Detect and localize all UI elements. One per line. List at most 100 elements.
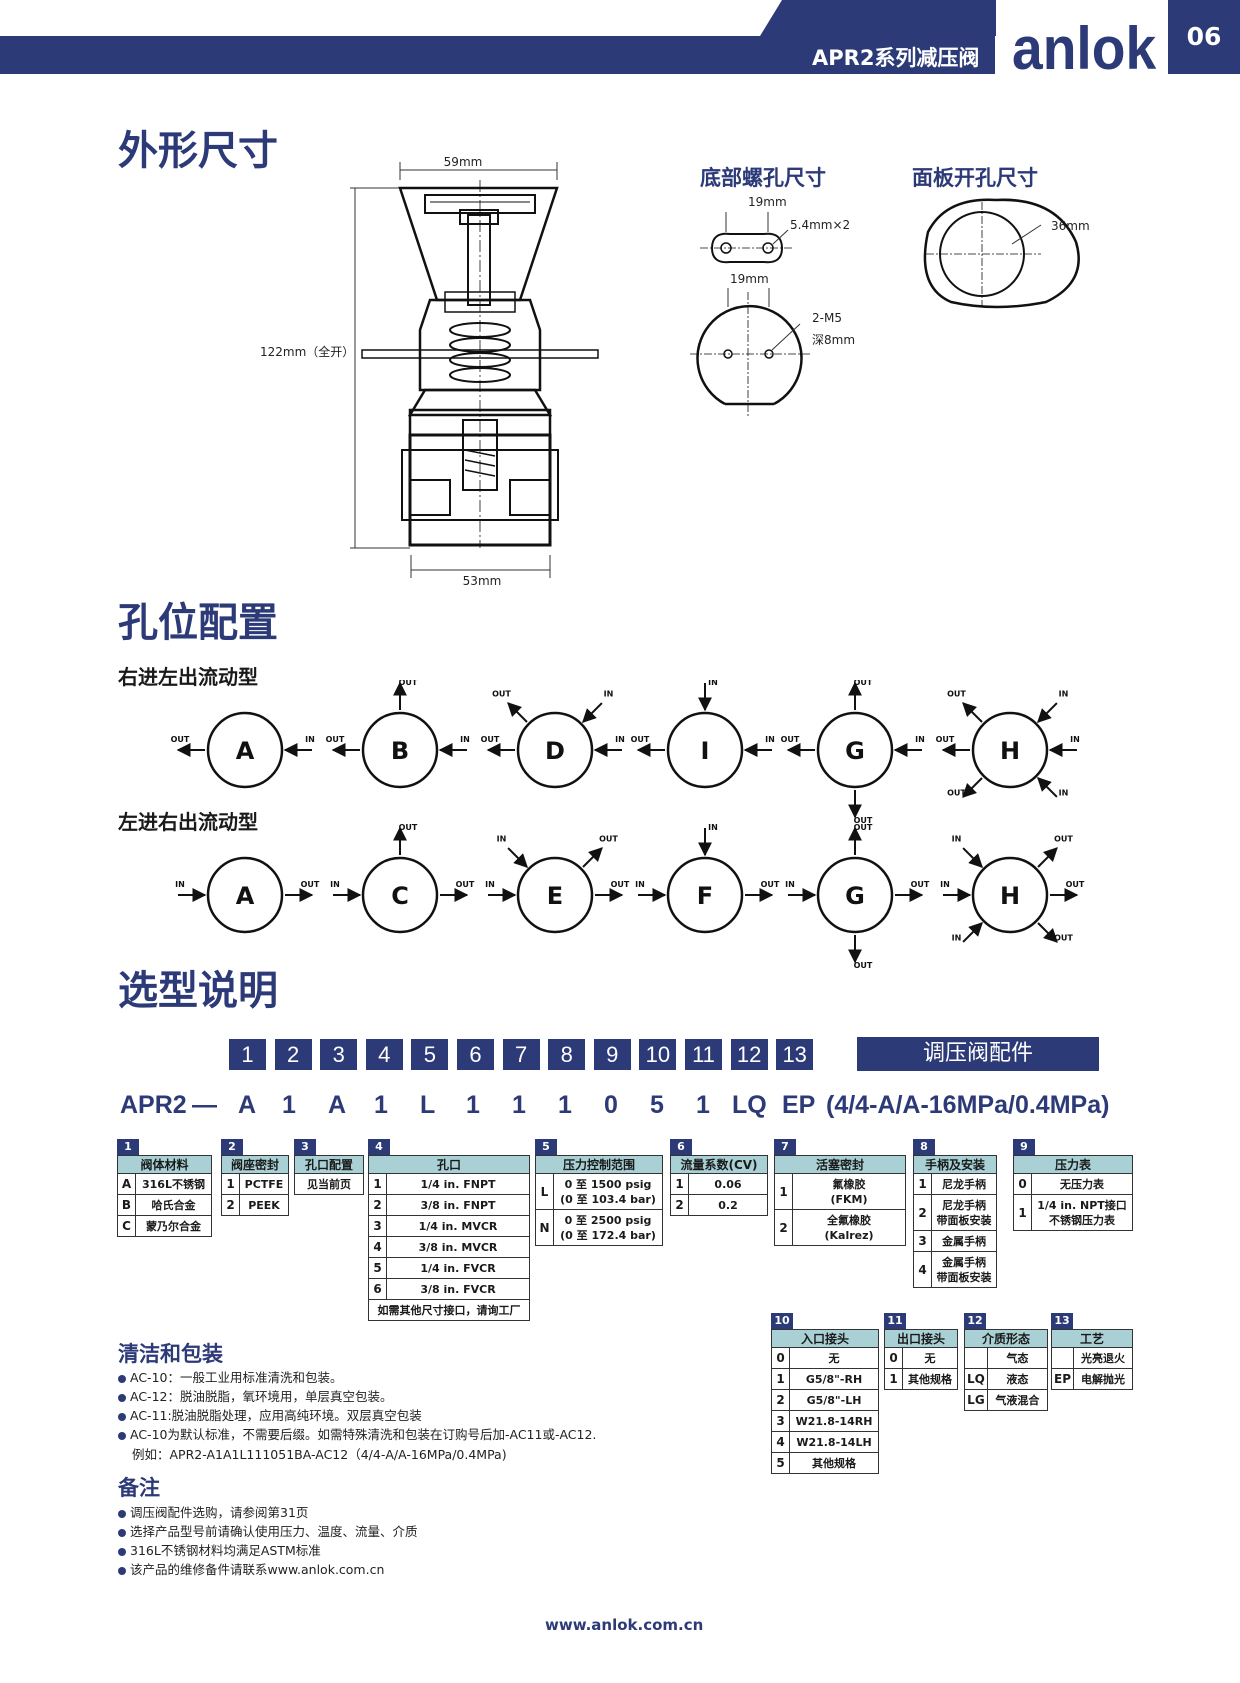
port-config-label: H: [1000, 882, 1020, 910]
page-number: 06: [1168, 0, 1240, 74]
inlet-label: IN: [305, 735, 315, 744]
option-table-title: 压力控制范围: [535, 1155, 663, 1174]
model-code-segment: EP: [782, 1091, 816, 1119]
inlet-arrow: [962, 922, 983, 943]
port-config-label: G: [845, 737, 865, 765]
option-table-title: 阀座密封: [221, 1155, 289, 1174]
model-code-segment: A: [328, 1091, 347, 1119]
option-value: 电解抛光: [1073, 1368, 1133, 1390]
position-number: 3: [320, 1039, 358, 1070]
option-code: [1051, 1347, 1074, 1369]
option-table-title: 活塞密封: [774, 1155, 906, 1174]
port-circle: [516, 711, 594, 789]
option-table-number: 12: [964, 1313, 986, 1329]
model-code-segment: 1: [558, 1091, 572, 1119]
outlet-arrow: [1037, 922, 1058, 943]
bullet-icon: [118, 1412, 126, 1421]
flow-type-right-left: 右进左出流动型: [118, 665, 258, 689]
outlet-arrow: [507, 702, 528, 723]
option-table-number: 3: [294, 1139, 316, 1155]
cleaning-list: AC-10：一般工业用标准清洗和包装。AC-12：脱油脱脂，氧环境用，单层真空包…: [118, 1368, 596, 1444]
inlet-label: IN: [708, 823, 718, 832]
flow-type-left-right: 左进右出流动型: [118, 810, 258, 834]
model-code-segment: 1: [282, 1091, 296, 1119]
inlet-label: IN: [1059, 690, 1069, 699]
list-item: 选择产品型号前请确认使用压力、温度、流量、介质: [118, 1522, 418, 1541]
inlet-label: IN: [460, 735, 470, 744]
outlet-label: OUT: [481, 735, 500, 744]
option-table-title: 孔口配置: [294, 1155, 364, 1174]
outlet-label: OUT: [854, 680, 873, 687]
section-title-remarks: 备注: [118, 1476, 160, 1500]
bullet-icon: [118, 1431, 126, 1440]
option-table-title: 入口接头: [771, 1329, 879, 1348]
option-code: 4: [368, 1236, 387, 1258]
option-table-title: 出口接头: [884, 1329, 958, 1348]
inlet-label: IN: [175, 880, 185, 889]
option-table-number: 5: [535, 1139, 557, 1155]
option-value: 1/4 in. FNPT: [386, 1173, 530, 1195]
list-item: AC-10：一般工业用标准清洗和包装。: [118, 1368, 596, 1387]
outlet-label: OUT: [1054, 934, 1073, 943]
model-code-segment: 1: [696, 1091, 710, 1119]
option-code: 2: [771, 1389, 790, 1411]
option-value: 其他规格: [789, 1452, 879, 1474]
port-circle: [516, 856, 594, 934]
port-config-label: A: [236, 882, 255, 910]
model-code-segment: 1: [466, 1091, 480, 1119]
port-config-label: F: [697, 882, 713, 910]
thread-spec: 2-M5: [812, 311, 842, 325]
option-table-number: 6: [670, 1139, 692, 1155]
bullet-icon: [118, 1566, 126, 1575]
option-code: LG: [964, 1389, 988, 1411]
option-code: 1: [774, 1173, 793, 1210]
option-code: 2: [368, 1194, 387, 1216]
option-table-title: 孔口: [368, 1155, 530, 1174]
option-value: 全氟橡胶(Kalrez): [792, 1209, 906, 1246]
option-code: 4: [771, 1431, 790, 1453]
outlet-label: OUT: [631, 735, 650, 744]
inlet-label: IN: [765, 735, 775, 744]
position-number: 8: [548, 1039, 586, 1070]
port-config-label: E: [547, 882, 563, 910]
option-code: 2: [913, 1194, 932, 1231]
port-config-label: D: [545, 737, 565, 765]
option-code: 1: [221, 1173, 240, 1195]
option-value: 0.06: [688, 1173, 768, 1195]
option-code: 1: [1013, 1194, 1032, 1231]
bullet-icon: [118, 1393, 126, 1402]
footer-url[interactable]: www.anlok.com.cn: [545, 1616, 704, 1634]
option-value: 无: [789, 1347, 879, 1369]
position-number: 4: [365, 1039, 403, 1070]
outlet-arrow: [582, 847, 603, 868]
inlet-label: IN: [785, 880, 795, 889]
accessory-label: 调压阀配件: [857, 1037, 1099, 1071]
option-code: 1: [913, 1173, 932, 1195]
option-table-title: 阀体材料: [117, 1155, 212, 1174]
option-value: G5/8"-LH: [789, 1389, 879, 1411]
cleaning-example: 例如：APR2-A1A1L111051BA-AC12（4/4-A/A-16MPa…: [132, 1447, 507, 1462]
option-table-number: 2: [221, 1139, 243, 1155]
outlet-label: OUT: [761, 880, 780, 889]
option-table-title: 介质形态: [964, 1329, 1048, 1348]
option-code: B: [117, 1194, 136, 1216]
option-code: 3: [771, 1410, 790, 1432]
option-value: 无: [902, 1347, 958, 1369]
inlet-label: IN: [952, 835, 962, 844]
option-value: 金属手柄带面板安装: [931, 1251, 997, 1288]
